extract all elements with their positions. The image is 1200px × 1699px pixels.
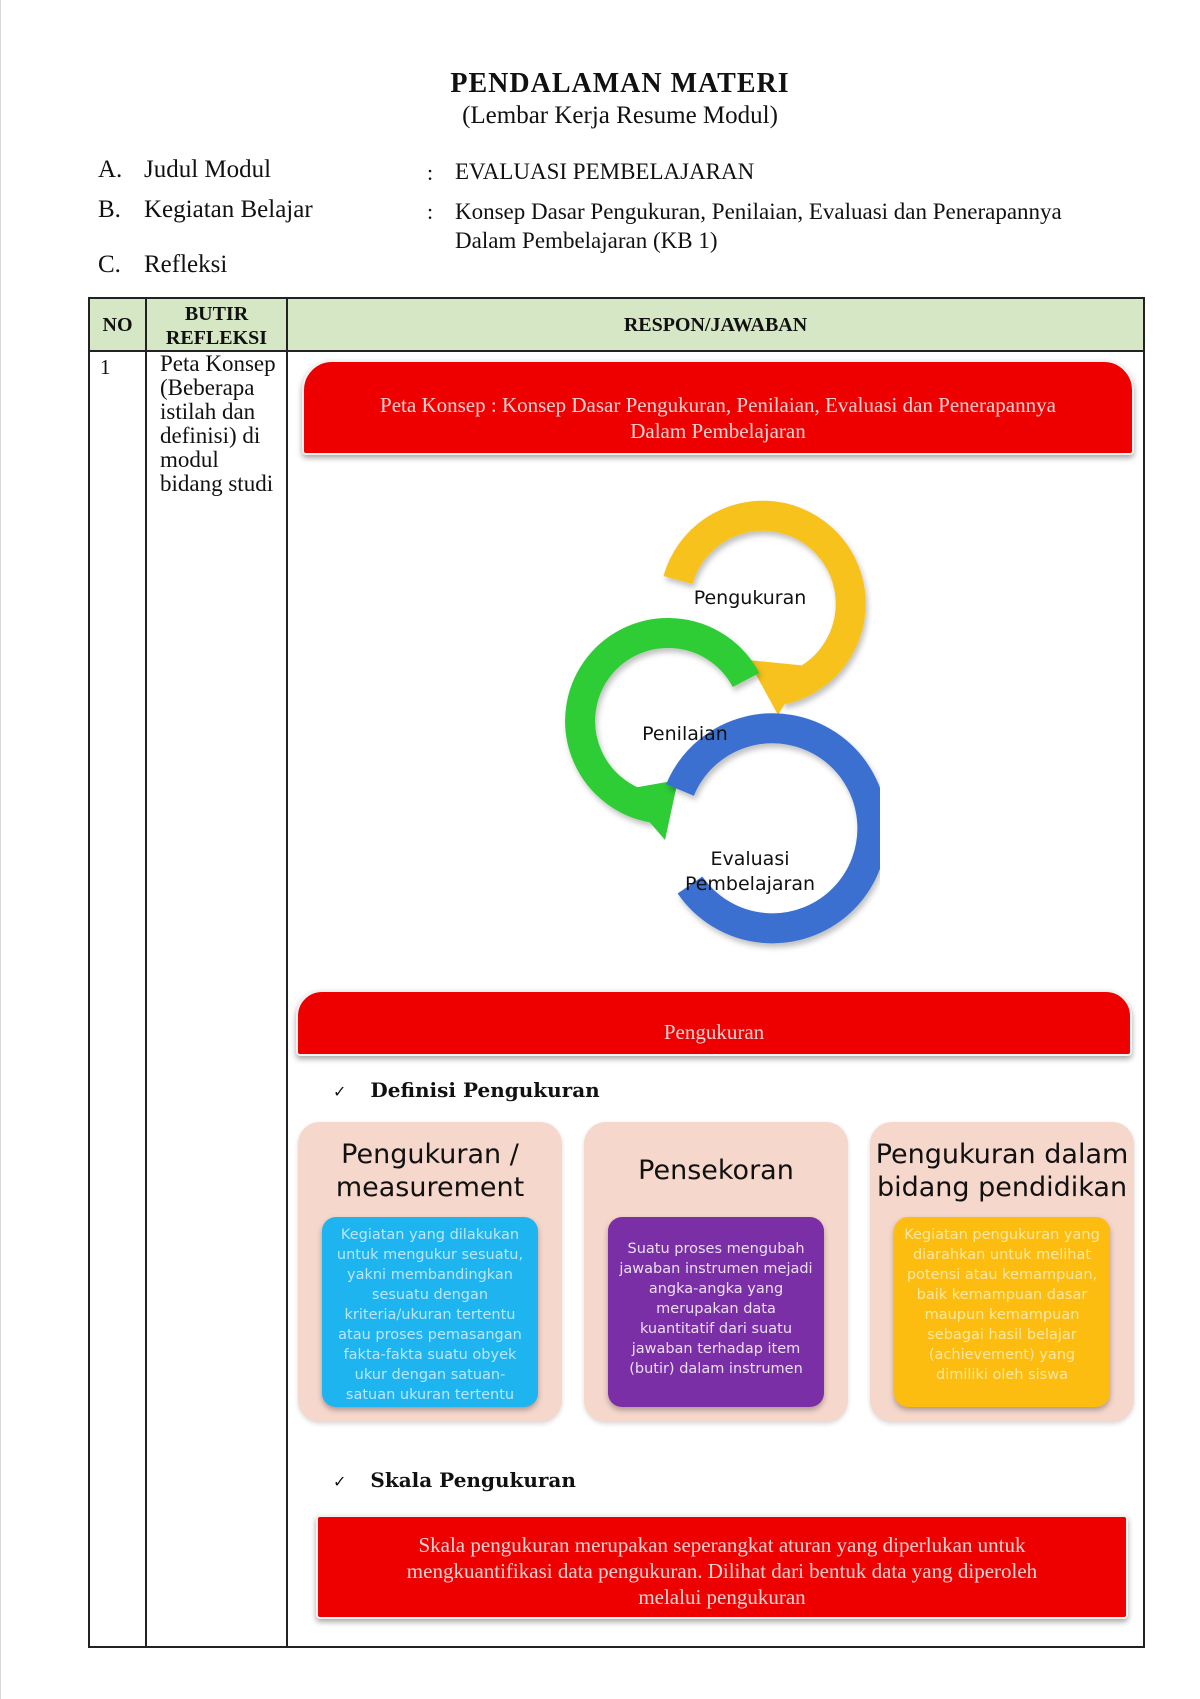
header-butir: BUTIR REFLEKSI: [147, 302, 286, 350]
skala-line: mengkuantifikasi data pengukuran. Diliha…: [406, 1559, 1038, 1583]
page-subtitle: (Lembar Kerja Resume Modul): [462, 102, 778, 129]
column-divider: [145, 299, 147, 1646]
header-respon: RESPON/JAWABAN: [623, 314, 808, 336]
header-no: NO: [102, 314, 133, 336]
cycle-diagram: [565, 500, 880, 944]
card-measurement: Pengukuran / measurement Kegiatan yang d…: [298, 1122, 562, 1422]
check-icon: ✓: [333, 1082, 347, 1101]
skala-banner: Skala pengukuran merupakan seperangkat a…: [316, 1515, 1128, 1619]
skala-heading: ✓ Skala Pengukuran: [333, 1468, 576, 1492]
meta-letter: C.: [98, 251, 121, 278]
meta-value-line: Dalam Pembelajaran (KB 1): [455, 228, 718, 253]
banner-line: Peta Konsep : Konsep Dasar Pengukuran, P…: [380, 393, 1056, 417]
skala-line: Skala pengukuran merupakan seperangkat a…: [418, 1533, 1026, 1557]
card-title: Pengukuran dalam bidang pendidikan: [870, 1138, 1134, 1204]
check-icon: ✓: [333, 1472, 347, 1491]
header-butir-line: BUTIR: [184, 303, 249, 325]
skala-heading-text: Skala Pengukuran: [370, 1468, 576, 1492]
card-title-line: Pengukuran dalam: [875, 1139, 1129, 1170]
header-butir-line: REFLEKSI: [165, 327, 268, 349]
meta-label: Judul Modul: [144, 156, 272, 183]
meta-colon: :: [427, 199, 434, 224]
card-pensekoran: Pensekoran Suatu proses mengubah jawaban…: [584, 1122, 848, 1422]
meta-value-line: Konsep Dasar Pengukuran, Penilaian, Eval…: [455, 199, 1062, 224]
card-description: Kegiatan yang dilakukan untuk mengukur s…: [322, 1217, 538, 1407]
reflection-table: NO BUTIR REFLEKSI RESPON/JAWABAN 1 Peta …: [88, 297, 1145, 1648]
row-number: 1: [100, 355, 111, 379]
table-header: [90, 299, 1143, 352]
card-title-line: measurement: [335, 1172, 525, 1203]
meta-value-judul: EVALUASI PEMBELAJARAN: [455, 159, 755, 184]
row-item-text: Peta Konsep (Beberapa istilah dan defini…: [160, 351, 276, 496]
meta-label: Refleksi: [144, 251, 228, 278]
meta-letter: B.: [98, 196, 121, 223]
page-title: PENDALAMAN MATERI: [450, 68, 790, 99]
meta-colon: :: [427, 160, 434, 185]
cycle-label-line: Evaluasi: [710, 848, 790, 870]
card-pendidikan: Pengukuran dalam bidang pendidikan Kegia…: [870, 1122, 1134, 1422]
card-description: Suatu proses mengubah jawaban instrumen …: [608, 1217, 824, 1407]
yellow-cycle-arrow: [663, 500, 866, 705]
concept-map-banner: Peta Konsep : Konsep Dasar Pengukuran, P…: [302, 360, 1134, 455]
skala-line: melalui pengukuran: [638, 1585, 806, 1609]
cycle-label-pengukuran: Pengukuran: [693, 587, 807, 609]
cycle-label-line: Pembelajaran: [684, 873, 816, 895]
card-title-line: Pengukuran /: [341, 1139, 519, 1170]
card-title-line: Pensekoran: [638, 1155, 794, 1186]
card-description: Kegiatan pengukuran yang diarahkan untuk…: [894, 1217, 1110, 1407]
cycle-label-evaluasi: Evaluasi Pembelajaran: [680, 847, 820, 897]
green-cycle-arrow: [565, 618, 760, 823]
banner-line: Dalam Pembelajaran: [630, 419, 806, 443]
blue-cycle-arrow: [666, 713, 880, 944]
definisi-heading-text: Definisi Pengukuran: [370, 1078, 600, 1102]
yellow-arrowhead: [748, 660, 808, 715]
card-title-line: bidang pendidikan: [876, 1172, 1128, 1203]
page-edge: [0, 0, 1, 1699]
meta-label: Kegiatan Belajar: [144, 196, 313, 223]
meta-value-kegiatan: Konsep Dasar Pengukuran, Penilaian, Eval…: [455, 197, 1062, 255]
green-arrowhead: [622, 780, 678, 840]
card-title: Pensekoran: [584, 1154, 848, 1187]
definisi-heading: ✓ Definisi Pengukuran: [333, 1078, 600, 1102]
meta-letter: A.: [98, 156, 123, 183]
pengukuran-banner: Pengukuran: [296, 990, 1132, 1056]
column-divider: [286, 299, 288, 1646]
cycle-label-penilaian: Penilaian: [642, 723, 728, 745]
card-title: Pengukuran / measurement: [298, 1138, 562, 1204]
